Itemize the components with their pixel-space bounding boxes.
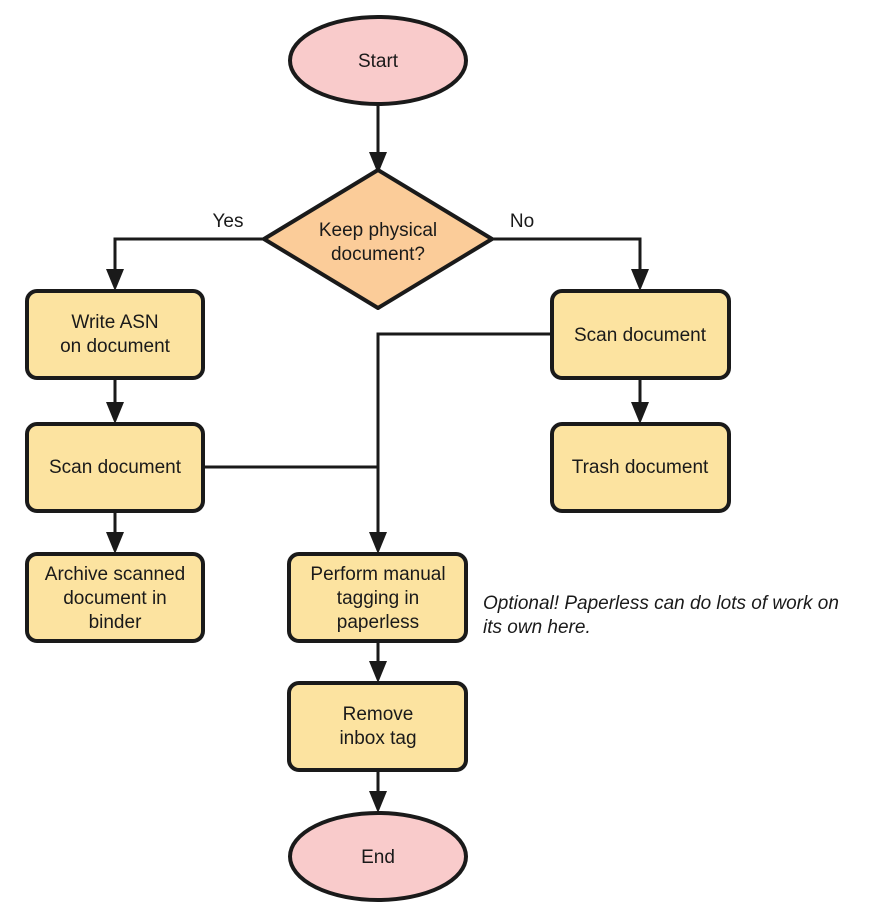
scan-document-left-label: Scan document [49, 457, 182, 478]
arrow-head-writeasn-scanleft [106, 402, 124, 424]
archive-label-line3: binder [89, 612, 142, 633]
edge-write-asn-to-scan-left [106, 378, 124, 424]
edge-scan-right-to-tagging [369, 332, 552, 554]
node-remove-inbox-tag[interactable]: Remove inbox tag [287, 681, 468, 772]
remove-inbox-label-line2: inbox tag [339, 728, 416, 749]
decision-diamond-shape[interactable] [262, 168, 494, 310]
arrow-head-scanright-trash [631, 402, 649, 424]
arrow-head-tagging-removeinbox [369, 661, 387, 683]
tagging-rect-shape[interactable] [287, 552, 468, 643]
node-perform-manual-tagging[interactable]: Perform manual tagging in paperless [287, 552, 468, 643]
arrow-head-scanright-tagging [369, 532, 387, 554]
decision-label-line1: Keep physical [319, 220, 437, 241]
write-asn-rect-shape[interactable] [25, 289, 205, 380]
archive-label-line1: Archive scanned [45, 564, 185, 585]
edge-line-yes [113, 237, 263, 280]
node-scan-document-left[interactable]: Scan document [25, 422, 205, 513]
arrow-head-scanleft-archive [106, 532, 124, 554]
node-trash-document[interactable]: Trash document [550, 422, 731, 513]
arrow-head-yes [106, 269, 124, 291]
node-start[interactable]: Start [288, 15, 468, 106]
trash-document-rect-shape[interactable] [550, 422, 731, 513]
tagging-label-line1: Perform manual [310, 564, 445, 585]
arrow-head-removeinbox-end [369, 791, 387, 813]
edge-tagging-to-remove-inbox [369, 641, 387, 683]
edge-start-to-decision [369, 104, 387, 174]
trash-document-label: Trash document [572, 457, 709, 478]
decision-label-line2: document? [331, 244, 425, 265]
tagging-label-line2: tagging in [337, 588, 419, 609]
edge-remove-inbox-to-end [369, 770, 387, 813]
annotation-note: Optional! Paperless can do lots of work … [483, 593, 839, 638]
archive-label-line2: document in [63, 588, 167, 609]
scan-document-right-label: Scan document [574, 325, 707, 346]
annotation-line1: Optional! Paperless can do lots of work … [483, 593, 839, 614]
write-asn-label-line2: on document [60, 336, 171, 357]
annotation-line2: its own here. [483, 617, 591, 638]
edge-decision-yes-to-write-asn [106, 237, 263, 291]
tagging-label-line3: paperless [337, 612, 419, 633]
edge-label-yes: Yes [213, 211, 244, 232]
edge-scan-right-to-trash [631, 378, 649, 424]
end-ellipse-shape[interactable] [288, 811, 468, 902]
node-scan-document-right[interactable]: Scan document [550, 289, 731, 380]
node-decision-keep-physical-document[interactable]: Keep physical document? [262, 168, 494, 310]
remove-inbox-label-line1: Remove [343, 704, 414, 725]
scan-document-left-rect-shape[interactable] [25, 422, 205, 513]
edge-scan-left-to-archive [106, 511, 124, 554]
node-end[interactable]: End [288, 811, 468, 902]
write-asn-label-line1: Write ASN [71, 312, 158, 333]
start-ellipse-shape[interactable] [288, 15, 468, 106]
archive-rect-shape[interactable] [25, 552, 205, 643]
edge-decision-no-to-scan-right [492, 237, 649, 291]
scan-document-right-rect-shape[interactable] [550, 289, 731, 380]
edge-line-scanright-tagging [376, 332, 552, 543]
start-label: Start [358, 51, 399, 72]
end-label: End [361, 847, 395, 868]
node-write-asn-on-document[interactable]: Write ASN on document [25, 289, 205, 380]
edge-label-no: No [510, 211, 534, 232]
arrow-head-start-decision [369, 152, 387, 174]
remove-inbox-rect-shape[interactable] [287, 681, 468, 772]
arrow-head-no [631, 269, 649, 291]
node-archive-scanned-document[interactable]: Archive scanned document in binder [25, 552, 205, 643]
edge-line-no [492, 237, 642, 280]
